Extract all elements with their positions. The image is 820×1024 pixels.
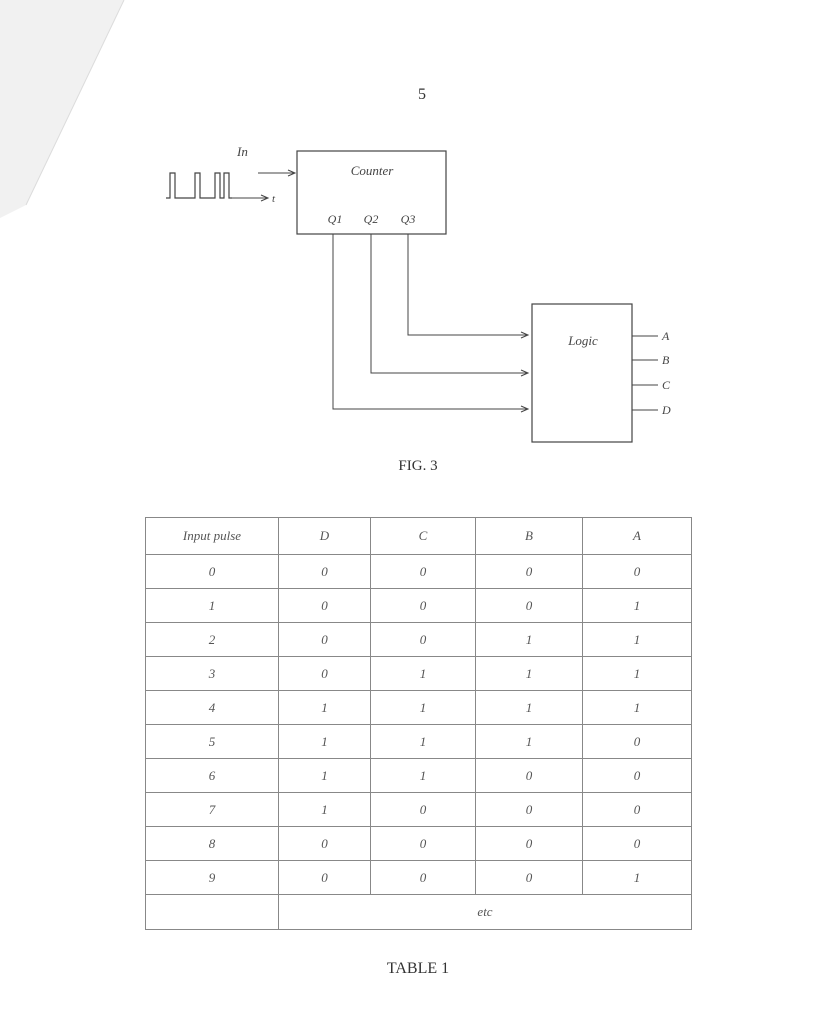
logic-block xyxy=(531,303,633,443)
table-cell: 0 xyxy=(370,554,476,589)
counter-label: Counter xyxy=(351,163,395,178)
table-cell: 8 xyxy=(145,826,279,861)
table-cell: 0 xyxy=(370,826,476,861)
table-cell: 1 xyxy=(278,792,371,827)
table-cell: 1 xyxy=(475,724,583,759)
q3-wire xyxy=(407,234,530,339)
table-cell: 0 xyxy=(582,554,692,589)
table-cell: 0 xyxy=(582,792,692,827)
table-cell: 1 xyxy=(475,622,583,657)
table-cell: 0 xyxy=(475,826,583,861)
page-edge-fold xyxy=(0,0,125,218)
table-cell: 0 xyxy=(475,588,583,623)
time-axis-arrow xyxy=(232,194,270,202)
table-etc-cell: etc xyxy=(278,894,692,930)
table-cell: 7 xyxy=(145,792,279,827)
output-a-label: A xyxy=(661,329,670,343)
output-b-label: B xyxy=(662,353,670,367)
table-cell: 0 xyxy=(278,588,371,623)
table-cell: 1 xyxy=(475,656,583,691)
table-cell: 0 xyxy=(475,860,583,895)
table-cell: 1 xyxy=(370,758,476,793)
table-cell: 1 xyxy=(582,622,692,657)
input-label: In xyxy=(236,144,248,159)
table-cell: 1 xyxy=(278,690,371,725)
table-cell: 1 xyxy=(582,690,692,725)
table-cell: 0 xyxy=(370,860,476,895)
output-q1-label: Q1 xyxy=(328,212,343,226)
table-cell: 5 xyxy=(145,724,279,759)
header-input-pulse: Input pulse xyxy=(145,517,279,555)
table-cell: 6 xyxy=(145,758,279,793)
table-cell: 0 xyxy=(370,792,476,827)
time-label: t xyxy=(272,193,276,205)
table-cell: 1 xyxy=(278,758,371,793)
figure-caption: FIG. 3 xyxy=(398,458,438,474)
table-cell: 4 xyxy=(145,690,279,725)
table-cell: 1 xyxy=(370,724,476,759)
header-a: A xyxy=(582,517,692,555)
header-d: D xyxy=(278,517,371,555)
table-cell: 3 xyxy=(145,656,279,691)
table-cell: 0 xyxy=(145,554,279,589)
header-c: C xyxy=(370,517,476,555)
header-b: B xyxy=(475,517,583,555)
table-cell: 1 xyxy=(475,690,583,725)
table-cell: 0 xyxy=(278,622,371,657)
q2-wire xyxy=(370,234,530,377)
table-etc-row: etc xyxy=(145,894,692,930)
table-cell: 0 xyxy=(582,826,692,861)
table-cell: 0 xyxy=(278,656,371,691)
table-cell-empty xyxy=(145,894,279,930)
output-q2-label: Q2 xyxy=(364,212,379,226)
table-cell: 0 xyxy=(475,554,583,589)
table-cell: 1 xyxy=(582,588,692,623)
q1-wire xyxy=(332,234,530,413)
counter-logic-diagram: t In Counter Q1 Q2 Q3 Logic A B C D xyxy=(166,144,671,443)
table-cell: 1 xyxy=(582,656,692,691)
table-cell: 0 xyxy=(370,622,476,657)
table-cell: 0 xyxy=(278,860,371,895)
table-cell: 9 xyxy=(145,860,279,895)
table-header-row: Input pulse D C B A xyxy=(145,517,692,555)
logic-label: Logic xyxy=(567,333,598,348)
table-cell: 0 xyxy=(475,792,583,827)
table-cell: 1 xyxy=(582,860,692,895)
logic-output-lines xyxy=(632,335,658,411)
output-d-label: D xyxy=(661,403,671,417)
table-cell: 0 xyxy=(475,758,583,793)
table-cell: 1 xyxy=(145,588,279,623)
output-c-label: C xyxy=(662,378,671,392)
table-caption: TABLE 1 xyxy=(386,960,450,977)
pulse-train xyxy=(166,172,232,199)
table-cell: 1 xyxy=(370,656,476,691)
table-cell: 0 xyxy=(278,554,371,589)
table-cell: 0 xyxy=(582,724,692,759)
table-cell: 0 xyxy=(582,758,692,793)
table-cell: 1 xyxy=(370,690,476,725)
table-cell: 1 xyxy=(278,724,371,759)
input-arrow xyxy=(258,169,297,177)
output-q3-label: Q3 xyxy=(401,212,416,226)
page-number: 5 xyxy=(418,86,426,103)
table-cell: 2 xyxy=(145,622,279,657)
table-cell: 0 xyxy=(278,826,371,861)
table-cell: 0 xyxy=(370,588,476,623)
